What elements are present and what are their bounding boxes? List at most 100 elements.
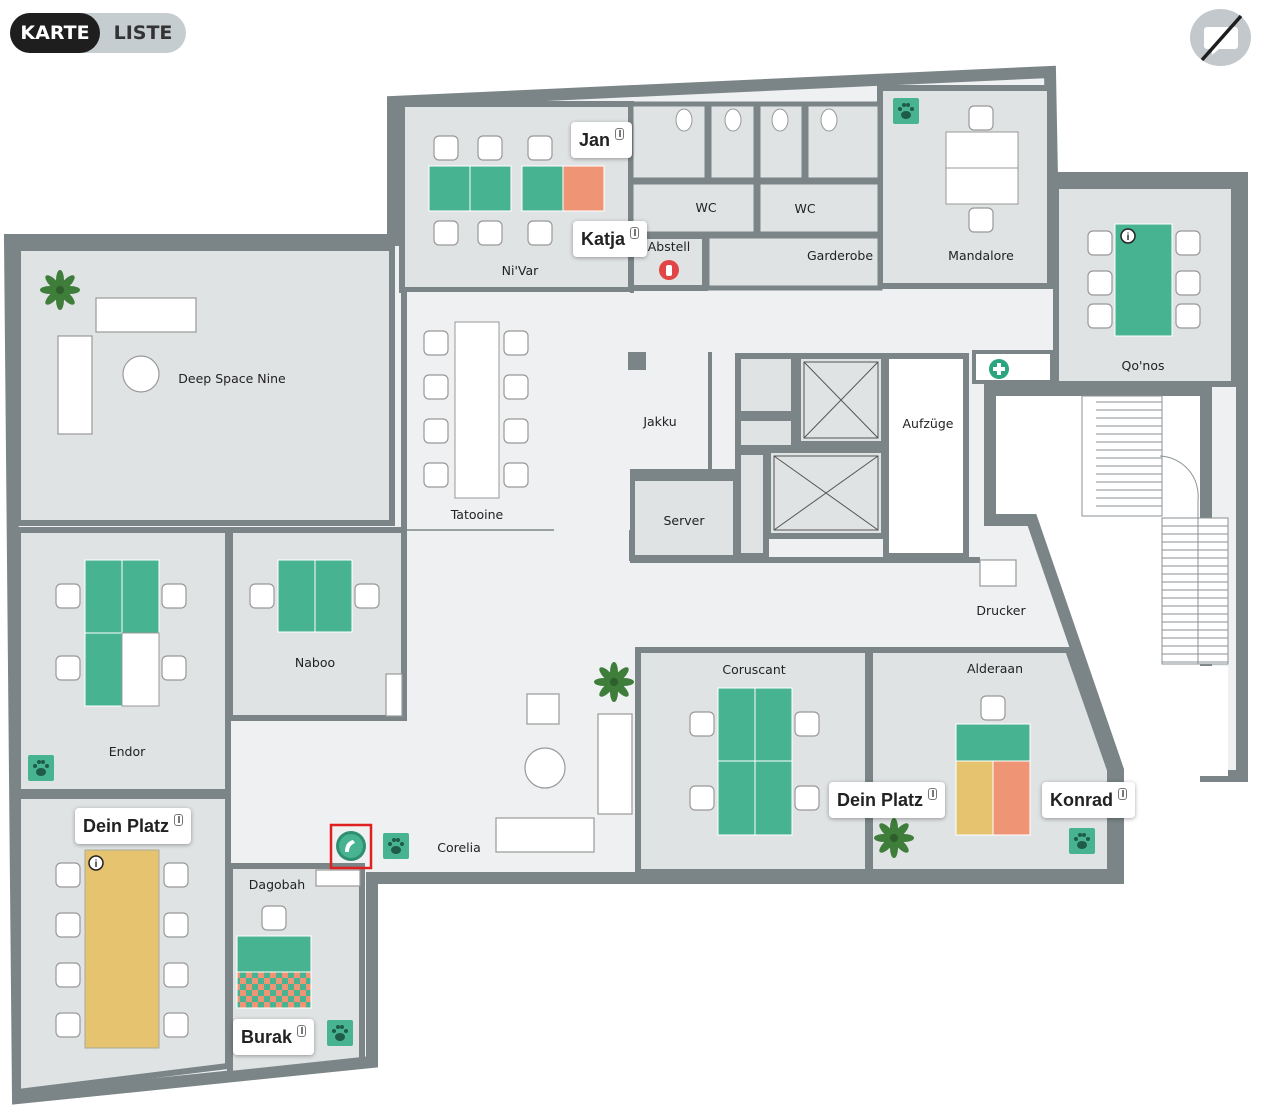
chair <box>161 655 187 681</box>
room-label-qonos: Qo'nos <box>1121 358 1164 373</box>
person-tag-katja[interactable]: Katja <box>573 221 648 257</box>
person-tag-konrad[interactable]: Konrad <box>1042 782 1135 818</box>
chair <box>55 1012 81 1038</box>
sofa <box>495 817 595 853</box>
elevator-icon <box>773 361 879 531</box>
chair <box>163 862 189 888</box>
room-label-jakku: Jakku <box>642 414 676 429</box>
room-label-abstell: Abstell <box>648 239 691 254</box>
toilet <box>820 108 838 132</box>
desk-empty[interactable] <box>121 632 160 707</box>
person-tag-dein-platz-2[interactable]: Dein Platz <box>829 782 946 818</box>
chair <box>527 220 553 246</box>
chair <box>794 785 820 811</box>
paw-icon <box>893 98 919 124</box>
desk[interactable] <box>84 559 123 634</box>
person-name: Katja <box>581 229 626 249</box>
svg-text:i: i <box>95 859 98 870</box>
paw-icon <box>1069 828 1095 854</box>
desk-selected[interactable] <box>84 849 160 1049</box>
chair <box>503 330 529 356</box>
desk[interactable] <box>121 559 160 634</box>
core-block-1 <box>735 353 797 417</box>
info-icon[interactable]: i <box>88 855 104 871</box>
desk[interactable] <box>84 632 123 707</box>
desk[interactable] <box>717 760 756 836</box>
desk[interactable] <box>955 723 1031 762</box>
desk[interactable] <box>521 165 564 212</box>
info-icon <box>630 227 640 239</box>
room-label-coruscant: Coruscant <box>722 662 785 677</box>
room-label-wc-1: WC <box>695 200 716 215</box>
desk-occupied-burak[interactable] <box>236 971 312 1009</box>
chair <box>968 207 994 233</box>
room-label-naboo: Naboo <box>295 655 335 670</box>
desk-selected-mine[interactable] <box>955 760 994 836</box>
sofa <box>597 713 633 815</box>
person-name: Burak <box>241 1027 293 1047</box>
desks <box>84 131 1173 1049</box>
room-aufzuege[interactable] <box>883 353 969 559</box>
info-icon[interactable]: i <box>1120 228 1136 244</box>
room-tatooine[interactable] <box>404 292 630 530</box>
map-tab[interactable]: KARTE <box>10 13 100 53</box>
chair <box>433 135 459 161</box>
person-tag-burak[interactable]: Burak <box>233 1019 315 1055</box>
chair <box>55 862 81 888</box>
person-tag-jan[interactable]: Jan <box>571 122 633 158</box>
room-label-alderaan: Alderaan <box>967 661 1023 676</box>
svg-text:i: i <box>1127 232 1130 243</box>
desk[interactable] <box>236 935 312 973</box>
info-icon <box>297 1025 307 1037</box>
sofa <box>57 335 93 435</box>
desk[interactable] <box>717 687 756 762</box>
desk-occupied-konrad[interactable] <box>992 760 1031 836</box>
room-garderobe[interactable] <box>704 233 883 291</box>
room-label-aufzuege: Aufzüge <box>903 416 954 431</box>
desk[interactable] <box>754 687 793 762</box>
chair <box>161 583 187 609</box>
chair <box>527 135 553 161</box>
chair <box>433 220 459 246</box>
paw-icon <box>28 755 54 781</box>
info-icon <box>1118 788 1127 800</box>
plant-icon <box>40 270 80 310</box>
room-wc-1[interactable] <box>628 179 759 237</box>
chair <box>55 962 81 988</box>
armchair <box>526 693 560 725</box>
first-aid-icon[interactable] <box>989 359 1009 379</box>
view-toggle: KARTE LISTE <box>10 13 186 53</box>
round-table <box>524 747 566 789</box>
toilet <box>675 108 693 132</box>
core-block-3 <box>735 449 769 559</box>
chat-toggle-button[interactable] <box>1190 9 1251 66</box>
chair <box>689 711 715 737</box>
desk[interactable] <box>469 165 512 212</box>
round-table <box>122 355 160 393</box>
room-wc-2[interactable] <box>755 179 883 237</box>
person-name: Dein Platz <box>83 816 170 836</box>
room-label-corelia: Corelia <box>437 840 481 855</box>
chair <box>1087 230 1113 256</box>
chair <box>423 374 449 400</box>
chair <box>1175 303 1201 329</box>
desk-occupied-jan[interactable] <box>562 165 605 212</box>
person-name: Konrad <box>1050 790 1113 810</box>
chair <box>261 905 287 931</box>
room-label-deep-space-nine: Deep Space Nine <box>178 371 286 386</box>
chat-off-icon <box>1200 14 1243 62</box>
desk[interactable] <box>277 559 316 633</box>
desk[interactable] <box>314 559 353 633</box>
list-tab[interactable]: LISTE <box>113 22 173 44</box>
chair <box>503 418 529 444</box>
pet-station-icon[interactable] <box>336 831 366 861</box>
desk[interactable] <box>754 760 793 836</box>
plant-icon <box>594 662 634 702</box>
desk[interactable] <box>428 165 471 212</box>
chair <box>55 655 81 681</box>
person-tag-dein-platz-1[interactable]: Dein Platz <box>75 808 192 844</box>
paw-icon <box>383 833 409 859</box>
fire-extinguisher-icon[interactable] <box>659 260 679 280</box>
chair <box>1087 303 1113 329</box>
